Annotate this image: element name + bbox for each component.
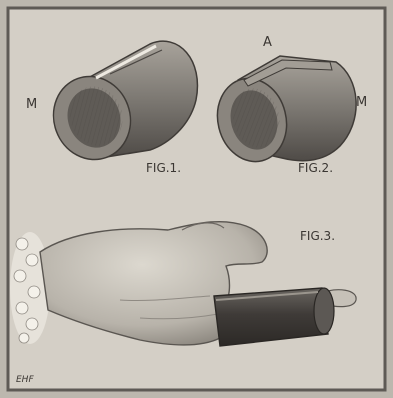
fig2-caption: FIG.2. [298,161,333,175]
fig2-label-a: A [263,35,272,50]
fig3-caption: FIG.3. [300,229,335,243]
fig1-caption: FIG.1. [146,161,181,175]
artist-signature: EHF [16,375,34,385]
fig1-label-m: M [26,97,37,112]
fig2-label-m: M [356,95,367,110]
